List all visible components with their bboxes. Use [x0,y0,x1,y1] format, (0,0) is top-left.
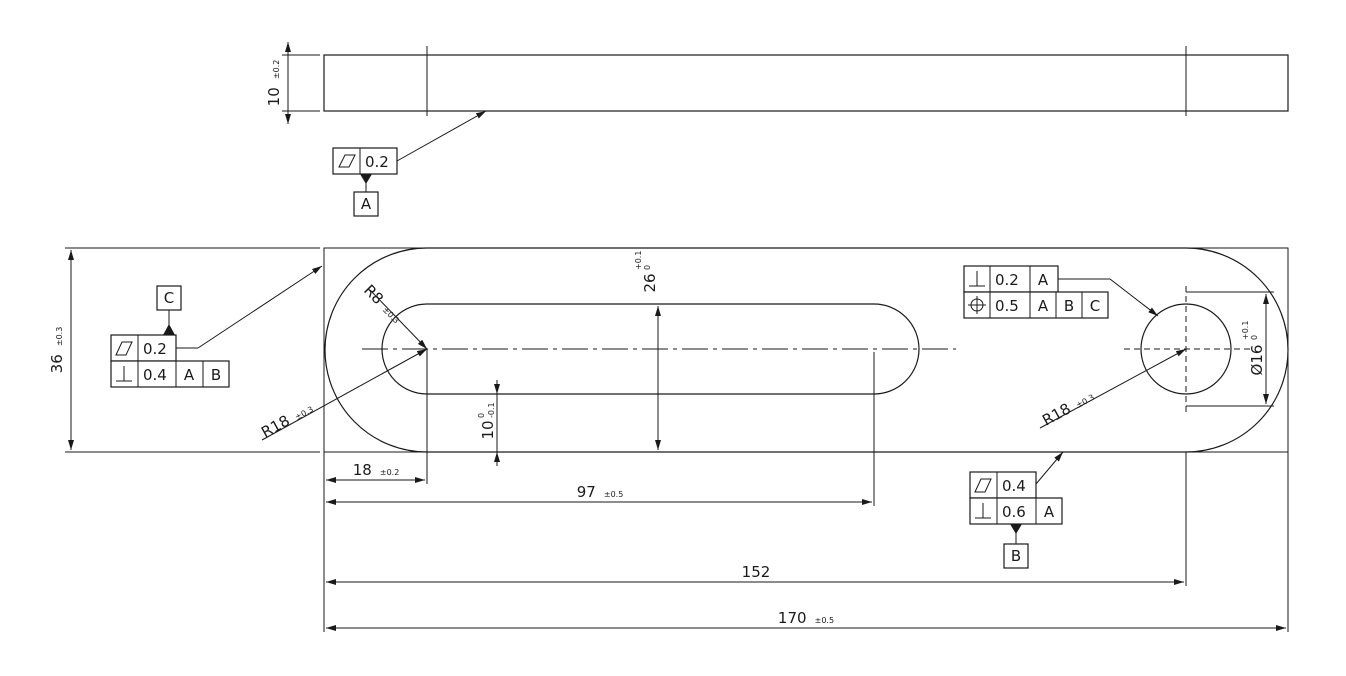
left-radius-leader [261,348,428,441]
svg-text:A: A [1038,297,1049,315]
svg-text:0.4: 0.4 [1002,477,1026,495]
perpendicularity-icon [116,366,132,382]
svg-text:0.5: 0.5 [995,297,1019,315]
top-flatness-leader [396,110,487,162]
perpendicularity-icon [975,503,991,519]
svg-text:A: A [1038,271,1049,289]
datum-b-label: B [1011,547,1021,565]
thickness-dimension: 10 ±0.2 [264,60,283,107]
front-view: 36 ±0.3 26 +0.1 0 10 0 -0.1 R8 ±0.3 R18 … [47,247,1289,632]
slot-radius-leader [369,289,428,350]
svg-text:C: C [1090,297,1100,315]
left-flatness-frame: 0.2 [110,334,177,362]
left-radius-dimension: R18 ±0.3 [258,398,316,442]
flatness-icon [974,478,992,493]
bottom-flatness-frame: 0.4 [969,471,1037,499]
dim-170-label: 170 ±0.5 [778,608,834,627]
position-icon [968,296,986,314]
svg-text:B: B [211,366,221,384]
hole-position-frame: 0.5 A B C [963,291,1109,319]
top-view-outline [323,54,1289,112]
datum-b-triangle [1010,524,1022,534]
slot-inner-dimension: 10 [479,420,497,439]
hole [1140,303,1232,395]
datum-c-label: C [164,289,174,307]
svg-text:A: A [184,366,195,384]
slot-inner-tol-lower: -0.1 [487,402,496,418]
datum-c-triangle [163,324,175,335]
svg-text:B: B [1064,297,1074,315]
svg-text:0.4: 0.4 [143,366,167,384]
svg-text:0.6: 0.6 [1002,503,1026,521]
left-fcf-leader [197,265,323,349]
right-radius-leader [1039,348,1187,429]
datum-a-label: A [361,195,372,213]
right-radius-dimension: R18 ±0.3 [1039,386,1097,430]
front-view-bounding-box [323,247,1289,453]
svg-text:0.2: 0.2 [143,340,167,358]
svg-text:0.2: 0.2 [995,271,1019,289]
slot-radius-dimension: R8 ±0.3 [360,280,406,326]
datum-a-box [353,191,379,217]
dim-18-label: 18 ±0.2 [353,460,400,479]
top-flatness-frame: 0.2 [332,147,398,175]
bottom-perpendicularity-frame: 0.6 A [969,497,1063,525]
svg-text:0.2: 0.2 [365,153,389,171]
part-outline [324,247,1289,453]
datum-a-triangle [360,174,372,184]
top-view: 10 ±0.2 0.2 A [264,42,1289,217]
datum-c-box [156,285,182,311]
dim-97-label: 97 ±0.5 [577,482,624,501]
flatness-icon [115,341,133,356]
slot-width-dimension: 26 [641,273,659,292]
slot-width-tol-upper: +0.1 [634,251,643,270]
slot-width-tol-lower: 0 [643,265,652,270]
bottom-fcf-leader [1035,451,1064,485]
datum-b-box [1003,543,1029,569]
perpendicularity-icon [969,271,985,287]
dim-152-label: 152 [742,563,771,581]
hole-fcf-leader [1109,278,1159,317]
hole-diameter-dimension: Ø16 [1248,345,1266,376]
slot-inner-tol-upper: 0 [477,413,486,418]
left-perpendicularity-frame: 0.4 A B [110,360,230,388]
flatness-icon [338,154,356,168]
hole-diameter-tol-lower: 0 [1250,335,1259,340]
hole-diameter-tol-upper: +0.1 [1241,321,1250,340]
svg-text:A: A [1044,503,1055,521]
height-dimension: 36 ±0.3 [47,327,66,374]
hole-perpendicularity-frame: 0.2 A [963,265,1059,293]
